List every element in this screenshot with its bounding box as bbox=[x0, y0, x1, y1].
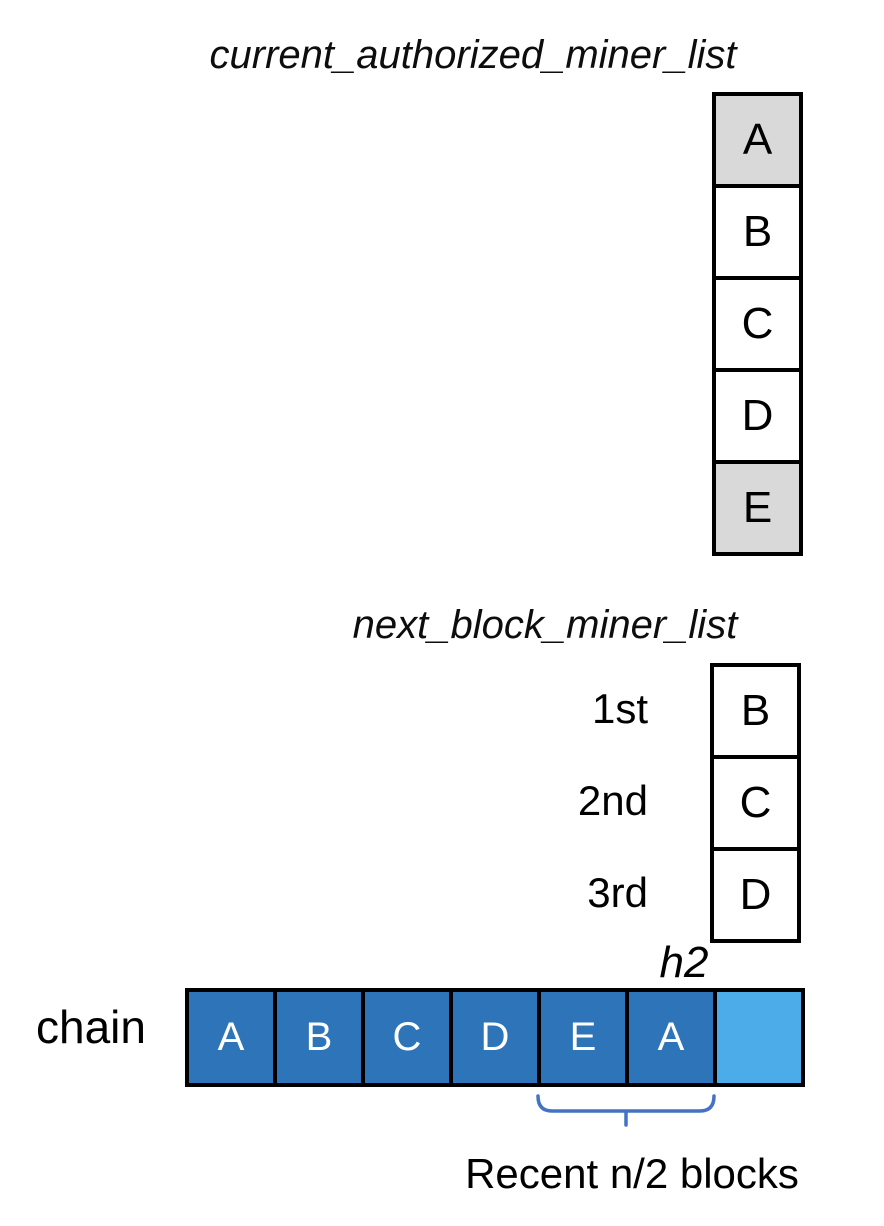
next-list-box: D bbox=[710, 847, 801, 943]
next-list-title: next_block_miner_list bbox=[352, 603, 738, 647]
order-label-2nd: 2nd bbox=[577, 777, 648, 824]
recent-blocks-annotation: Recent n/2 blocks bbox=[465, 1150, 799, 1197]
chain-block: B bbox=[273, 988, 365, 1087]
chain-row: A B C D E A bbox=[185, 988, 805, 1087]
underbrace-icon bbox=[536, 1094, 716, 1127]
current-list-box: B bbox=[712, 184, 803, 280]
h2-pointer-label: h2 bbox=[659, 938, 709, 987]
current-list-box: D bbox=[712, 368, 803, 464]
chain-block: D bbox=[449, 988, 541, 1087]
next-miner-list: B C D bbox=[710, 663, 801, 943]
next-list-box: C bbox=[710, 755, 801, 851]
next-list-box: B bbox=[710, 663, 801, 759]
current-list-box: A bbox=[712, 92, 803, 188]
order-label-1st: 1st bbox=[591, 685, 648, 732]
chain-block: A bbox=[625, 988, 717, 1087]
current-miner-list: A B C D E bbox=[712, 92, 803, 556]
current-list-box: E bbox=[712, 460, 803, 556]
chain-label: chain bbox=[36, 1001, 146, 1053]
current-list-title: current_authorized_miner_list bbox=[209, 33, 737, 77]
current-list-box: C bbox=[712, 276, 803, 372]
chain-block: C bbox=[361, 988, 453, 1087]
chain-block: A bbox=[185, 988, 277, 1087]
chain-block: E bbox=[537, 988, 629, 1087]
chain-empty-block bbox=[713, 988, 805, 1087]
order-label-3rd: 3rd bbox=[587, 869, 648, 916]
